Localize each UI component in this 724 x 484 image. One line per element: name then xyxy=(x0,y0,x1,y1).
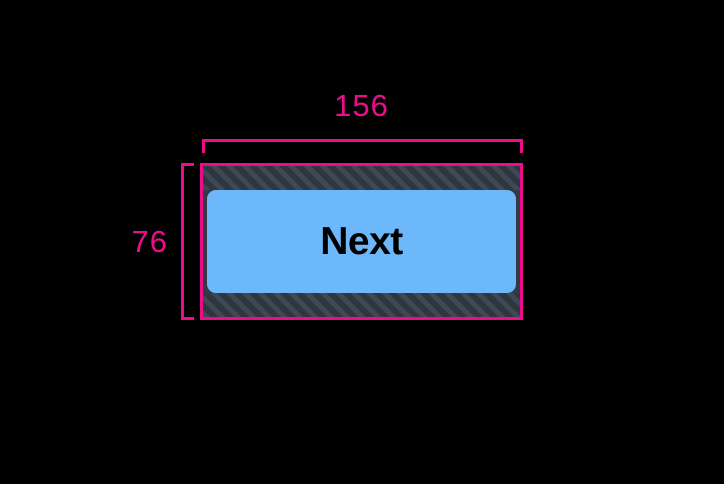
width-dimension-bracket xyxy=(202,139,523,153)
bottom-hatch-padding-band xyxy=(203,293,520,317)
height-dimension-label: 76 xyxy=(131,224,168,259)
height-dimension-bracket xyxy=(181,163,194,320)
top-hatch-padding-band xyxy=(203,166,520,190)
button-padding-area: Next xyxy=(203,190,520,293)
width-dimension-label: 156 xyxy=(334,88,389,123)
next-button-container: Next xyxy=(203,166,520,317)
next-button[interactable]: Next xyxy=(207,190,516,293)
